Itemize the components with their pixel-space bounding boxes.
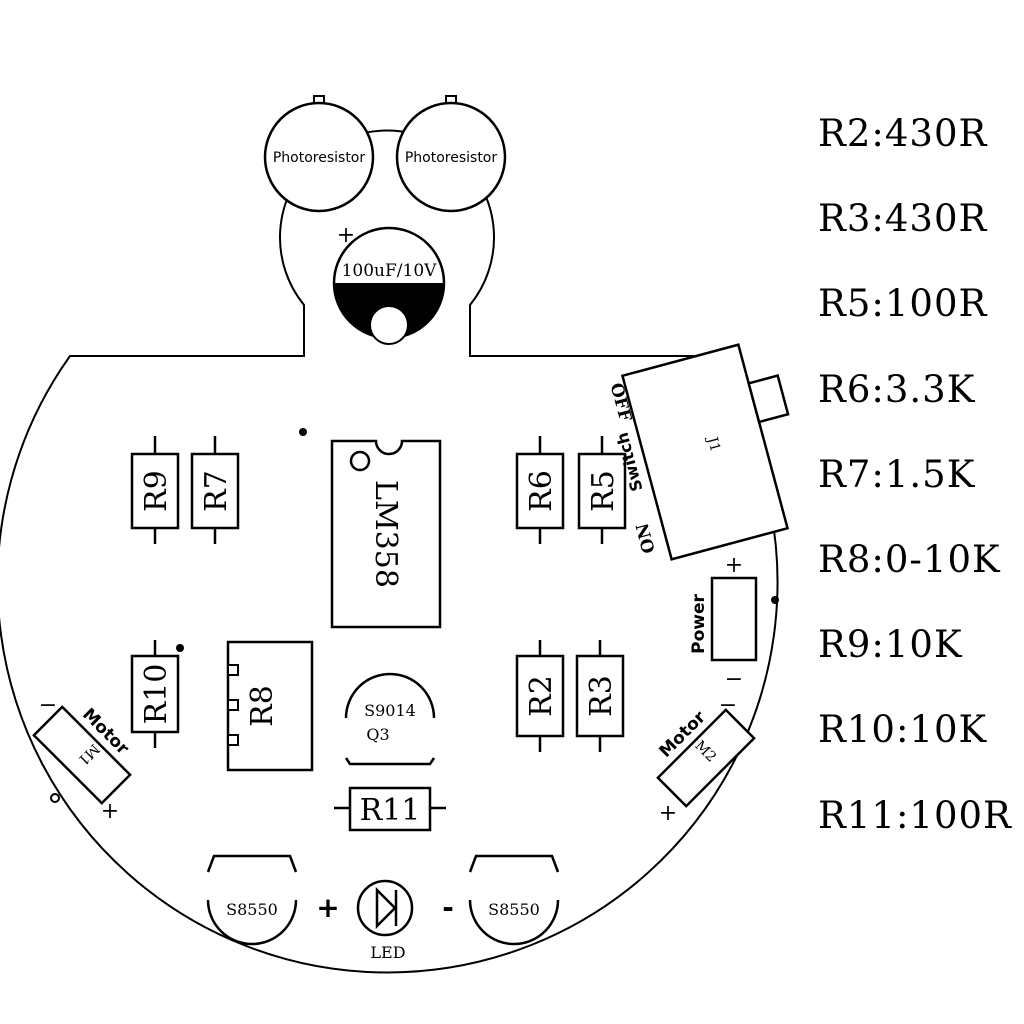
resistor-r2: R2 [515, 640, 565, 752]
transistor-type: S9014 [364, 701, 416, 720]
value-item: R7:1.5K [818, 452, 976, 496]
switch-id-label: J1 [703, 434, 723, 454]
value-item: R6:3.3K [818, 367, 976, 411]
transistor-q3: S9014 Q3 [344, 672, 436, 766]
ic-lm358: LM358 [330, 439, 442, 629]
photoresistor-left: Photoresistor [263, 95, 375, 213]
resistor-label: R11 [360, 793, 421, 828]
transistor-type: S8550 [226, 900, 278, 919]
photoresistor-right: Photoresistor [395, 95, 507, 213]
resistor-r6: R6 [515, 436, 565, 544]
marker-dot [771, 596, 779, 604]
resistor-r7: R7 [190, 436, 240, 544]
led-minus: - [442, 891, 454, 924]
resistor-label: R8 [245, 685, 280, 727]
capacitor-plus: + [337, 223, 355, 248]
value-item: R8:0-10K [818, 537, 1001, 581]
power-label: Power [689, 594, 709, 654]
value-item: R11:100R [818, 793, 1012, 837]
transistor-type: S8550 [488, 900, 540, 919]
resistor-label: R3 [584, 675, 619, 717]
resistor-r5: R5 [577, 436, 627, 544]
component-values-list: R2:430R R3:430R R5:100R R6:3.3K R7:1.5K … [818, 104, 1024, 871]
resistor-r3: R3 [575, 640, 625, 752]
capacitor-label: 100uF/10V [342, 261, 438, 281]
switch-j1: J1 Switch OFF ON [606, 343, 790, 561]
power-minus: − [725, 667, 743, 692]
photoresistor-label: Photoresistor [273, 150, 366, 166]
resistor-r9: R9 [130, 436, 180, 544]
resistor-label: R6 [524, 470, 559, 512]
value-item: R5:100R [818, 282, 988, 326]
led-plus: + [316, 891, 339, 924]
marker-dot [176, 644, 184, 652]
photoresistor-label: Photoresistor [405, 150, 498, 166]
value-item: R2:430R [818, 112, 988, 155]
resistor-r10: R10 [130, 640, 180, 748]
value-item: R10:10K [818, 708, 988, 752]
motor-right-minus: − [719, 693, 737, 718]
marker-dot [50, 793, 60, 803]
potentiometer-r8: R8 [226, 640, 314, 772]
resistor-label: R5 [586, 470, 621, 512]
power-plus: + [725, 553, 743, 578]
motor-left-plus: + [101, 799, 119, 824]
marker-dot [299, 428, 307, 436]
resistor-label: R9 [139, 470, 174, 512]
resistor-label: R7 [199, 470, 234, 512]
motor-left-minus: − [39, 693, 57, 718]
motor-right-plus: + [659, 801, 677, 826]
transistor-id: Q3 [366, 725, 389, 744]
value-item: R9:10K [818, 623, 963, 667]
power-connector: Power + − [689, 553, 758, 692]
led-label: LED [370, 943, 405, 962]
transistor-s8550-right: S8550 [468, 854, 560, 946]
resistor-label: R2 [524, 675, 559, 717]
resistor-label: R10 [139, 664, 174, 725]
resistor-r11: R11 [334, 786, 446, 832]
transistor-s8550-left: S8550 [206, 854, 298, 946]
led: LED + - [316, 879, 454, 962]
value-item: R3:430R [818, 197, 988, 241]
capacitor-c1: 100uF/10V + [332, 223, 446, 345]
ic-label: LM358 [368, 480, 403, 588]
